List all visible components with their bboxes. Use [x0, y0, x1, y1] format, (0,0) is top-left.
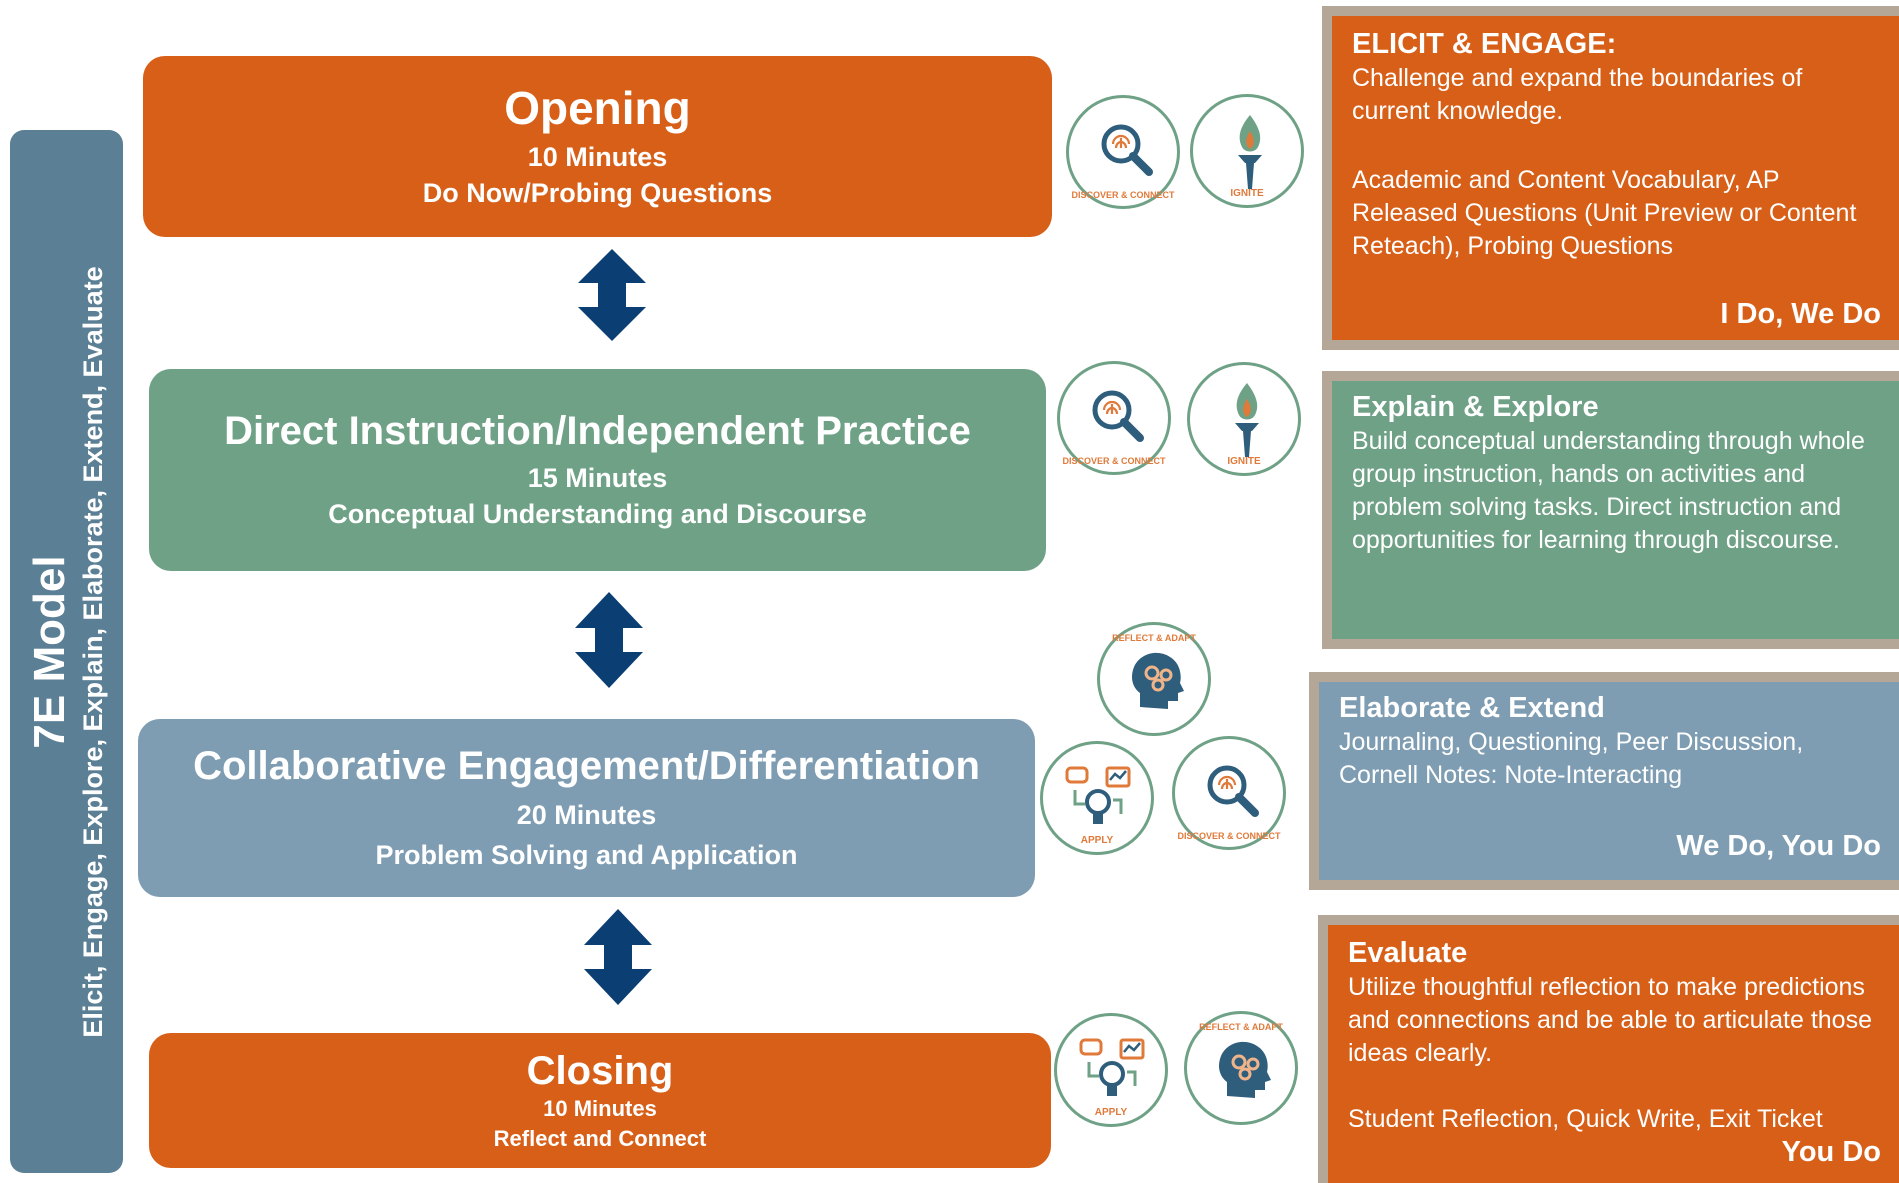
ignite-badge: IGNITE [1187, 362, 1301, 476]
reflect-adapt-badge: REFLECT & ADAPT [1184, 1011, 1298, 1125]
badge-label: REFLECT & ADAPT [1112, 633, 1196, 643]
stage-direct-instruction: Direct Instruction/Independent Practice … [149, 369, 1046, 571]
panel-paragraph: Academic and Content Vocabulary, AP Rele… [1352, 166, 1857, 260]
stage-title: Direct Instruction/Independent Practice [224, 408, 971, 453]
reflect-adapt-badge: REFLECT & ADAPT [1097, 622, 1211, 736]
panel-text: ELICIT & ENGAGE: Challenge and expand th… [1352, 26, 1882, 263]
side-banner: 7E Model Elicit, Engage, Explore, Explai… [10, 130, 123, 1173]
stage-opening: Opening 10 Minutes Do Now/Probing Questi… [143, 56, 1052, 237]
model-title: 7E Model [24, 554, 74, 749]
stage-minutes: 10 Minutes [543, 1095, 657, 1121]
discover-connect-badge: DISCOVER & CONNECT [1172, 736, 1286, 850]
stage-description: Reflect and Connect [493, 1125, 707, 1151]
stage-minutes: 20 Minutes [516, 799, 657, 830]
panel-elaborate-extend: Elaborate & Extend Journaling, Questioni… [1309, 672, 1899, 890]
stage-minutes: 15 Minutes [527, 462, 668, 493]
panel-text: Explain & Explore Build conceptual under… [1352, 389, 1892, 557]
panel-paragraph: Journaling, Questioning, Peer Discussion… [1339, 728, 1804, 789]
discover-connect-badge: DISCOVER & CONNECT [1057, 361, 1171, 475]
badge-label: APPLY [1080, 835, 1114, 846]
badge-label: IGNITE [1230, 188, 1264, 199]
stage-description: Conceptual Understanding and Discourse [328, 499, 867, 529]
panel-footer: You Do [1781, 1136, 1881, 1168]
stage-closing: Closing 10 Minutes Reflect and Connect [149, 1033, 1051, 1168]
badge-label: APPLY [1094, 1107, 1128, 1118]
panel-body [1319, 682, 1899, 880]
badge-label: DISCOVER & CONNECT [1177, 831, 1281, 841]
apply-badge: APPLY [1040, 741, 1154, 855]
panel-elicit-engage: ELICIT & ENGAGE: Challenge and expand th… [1322, 6, 1899, 350]
panel-paragraph: Utilize thoughtful reflection to make pr… [1348, 973, 1872, 1067]
panel-heading: Elaborate & Extend [1339, 692, 1605, 724]
apply-badge: APPLY [1054, 1013, 1168, 1127]
ignite-badge: IGNITE [1190, 94, 1304, 208]
panel-paragraph: Build conceptual understanding through w… [1352, 427, 1865, 554]
panel-text: Evaluate Utilize thoughtful reflection t… [1348, 935, 1888, 1136]
panel-body [1332, 16, 1899, 340]
panel-body [1328, 925, 1899, 1183]
stage-collaborative-engagement: Collaborative Engagement/Differentiation… [138, 719, 1035, 897]
stage-title: Collaborative Engagement/Differentiation [193, 743, 980, 788]
stage-title: Closing [526, 1048, 674, 1093]
stage-title: Opening [504, 81, 691, 134]
panel-heading: Evaluate [1348, 937, 1468, 969]
stage-description: Do Now/Probing Questions [422, 177, 773, 208]
panel-evaluate: Evaluate Utilize thoughtful reflection t… [1318, 915, 1899, 1183]
badge-label: REFLECT & ADAPT [1199, 1022, 1283, 1032]
panel-heading: Explain & Explore [1352, 391, 1599, 423]
double-arrow-icon [576, 249, 648, 341]
badge-label: DISCOVER & CONNECT [1062, 456, 1166, 466]
badge-label: DISCOVER & CONNECT [1071, 190, 1175, 200]
panel-footer: We Do, You Do [1676, 830, 1881, 862]
side-banner-text: 7E Model Elicit, Engage, Explore, Explai… [24, 266, 110, 1037]
panel-footer: I Do, We Do [1720, 298, 1881, 330]
panel-paragraph: Challenge and expand the boundaries of c… [1352, 64, 1803, 125]
panel-paragraph: Student Reflection, Quick Write, Exit Ti… [1348, 1105, 1823, 1133]
badge-label: IGNITE [1227, 456, 1261, 467]
double-arrow-icon [582, 909, 654, 1005]
double-arrow-icon [573, 592, 645, 688]
stage-description: Problem Solving and Application [375, 840, 798, 870]
model-phases: Elicit, Engage, Explore, Explain, Elabor… [77, 265, 108, 1038]
panel-explain-explore: Explain & Explore Build conceptual under… [1322, 371, 1899, 649]
panel-body [1332, 381, 1899, 639]
stage-minutes: 10 Minutes [527, 141, 668, 172]
discover-connect-badge: DISCOVER & CONNECT [1066, 95, 1180, 209]
panel-heading: ELICIT & ENGAGE: [1352, 28, 1617, 60]
panel-text: Elaborate & Extend Journaling, Questioni… [1339, 690, 1879, 792]
